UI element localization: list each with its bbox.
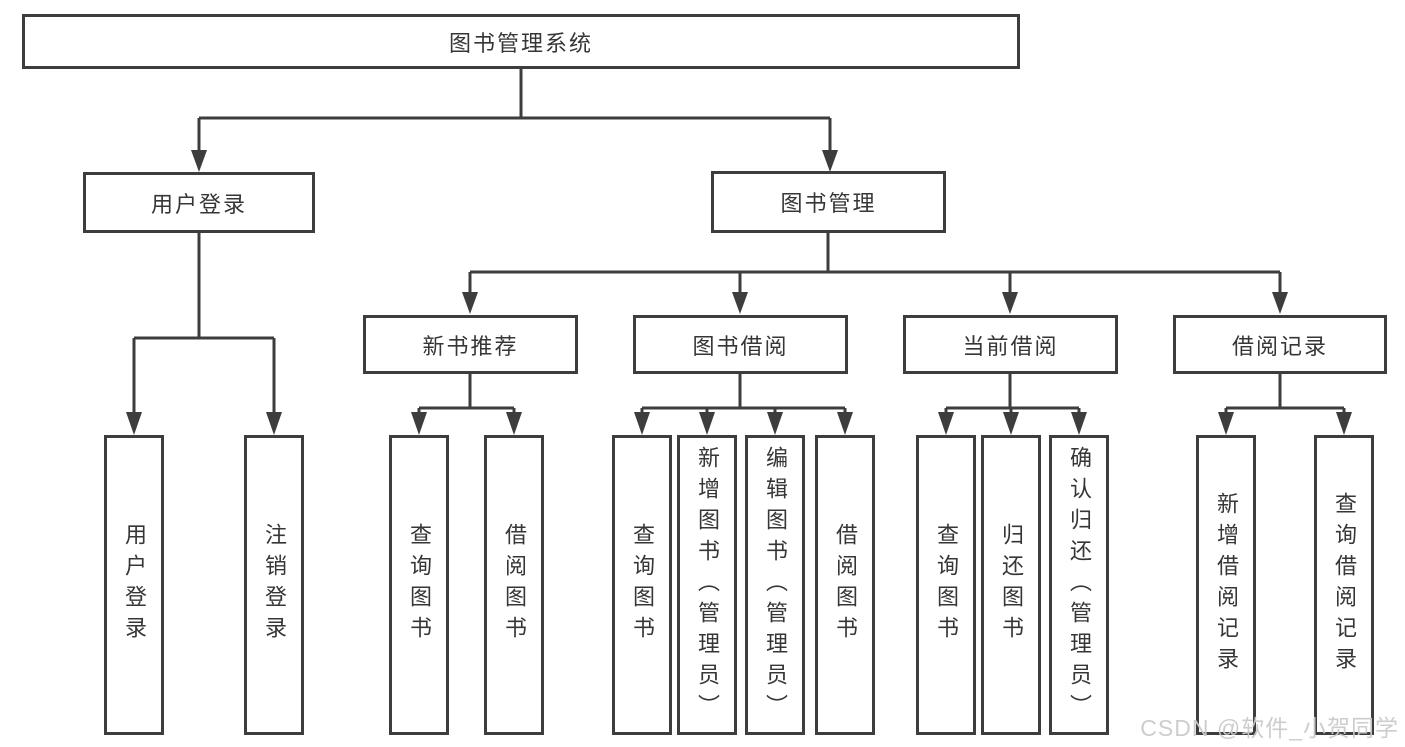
arrowheads [126, 150, 1352, 435]
leaf-current-return: 归还图书 [981, 435, 1041, 735]
leaf-borrow-borrow: 借阅图书 [815, 435, 875, 735]
leaf-current-query-label: 查询图书 [934, 523, 959, 647]
node-root: 图书管理系统 [22, 14, 1020, 69]
node-user-login-label: 用户登录 [150, 191, 247, 217]
leaf-records-query-label: 查询借阅记录 [1332, 492, 1357, 678]
leaf-borrow-edit-admin-label: 编辑图书（管理员） [763, 445, 788, 725]
leaf-borrow-add-admin: 新增图书（管理员） [677, 435, 737, 735]
node-new-book-recommend-label: 新书推荐 [422, 333, 519, 359]
node-user-login: 用户登录 [83, 172, 315, 233]
node-root-label: 图书管理系统 [448, 30, 593, 56]
leaf-current-return-label: 归还图书 [999, 523, 1024, 647]
leaf-records-add: 新增借阅记录 [1196, 435, 1256, 735]
node-current-borrow: 当前借阅 [903, 315, 1118, 374]
leaf-records-add-label: 新增借阅记录 [1214, 492, 1239, 678]
leaf-current-confirm-admin-label: 确认归还（管理员） [1067, 445, 1092, 725]
node-book-management-label: 图书管理 [780, 191, 877, 216]
leaf-user-login-label: 用户登录 [122, 523, 147, 647]
leaf-borrow-query-label: 查询图书 [630, 523, 655, 647]
leaf-user-login: 用户登录 [104, 435, 164, 735]
node-current-borrow-label: 当前借阅 [962, 333, 1059, 359]
leaf-newbook-borrow-label: 借阅图书 [502, 523, 527, 647]
leaf-newbook-query-label: 查询图书 [407, 523, 432, 647]
leaf-borrow-query: 查询图书 [612, 435, 672, 735]
node-book-management: 图书管理 [711, 171, 946, 233]
leaf-logout-label: 注销登录 [262, 523, 287, 647]
leaf-newbook-query: 查询图书 [389, 435, 449, 735]
node-borrow-records-label: 借阅记录 [1231, 333, 1328, 359]
leaf-borrow-edit-admin: 编辑图书（管理员） [745, 435, 805, 735]
leaf-logout: 注销登录 [244, 435, 304, 735]
leaf-borrow-borrow-label: 借阅图书 [833, 523, 858, 647]
leaf-records-query: 查询借阅记录 [1314, 435, 1374, 735]
leaf-newbook-borrow: 借阅图书 [484, 435, 544, 735]
leaf-current-query: 查询图书 [916, 435, 976, 735]
node-book-borrow-label: 图书借阅 [692, 333, 789, 359]
node-book-borrow: 图书借阅 [633, 315, 848, 374]
node-new-book-recommend: 新书推荐 [363, 315, 578, 374]
node-borrow-records: 借阅记录 [1173, 315, 1387, 374]
leaf-current-confirm-admin: 确认归还（管理员） [1049, 435, 1109, 735]
leaf-borrow-add-admin-label: 新增图书（管理员） [695, 445, 720, 725]
